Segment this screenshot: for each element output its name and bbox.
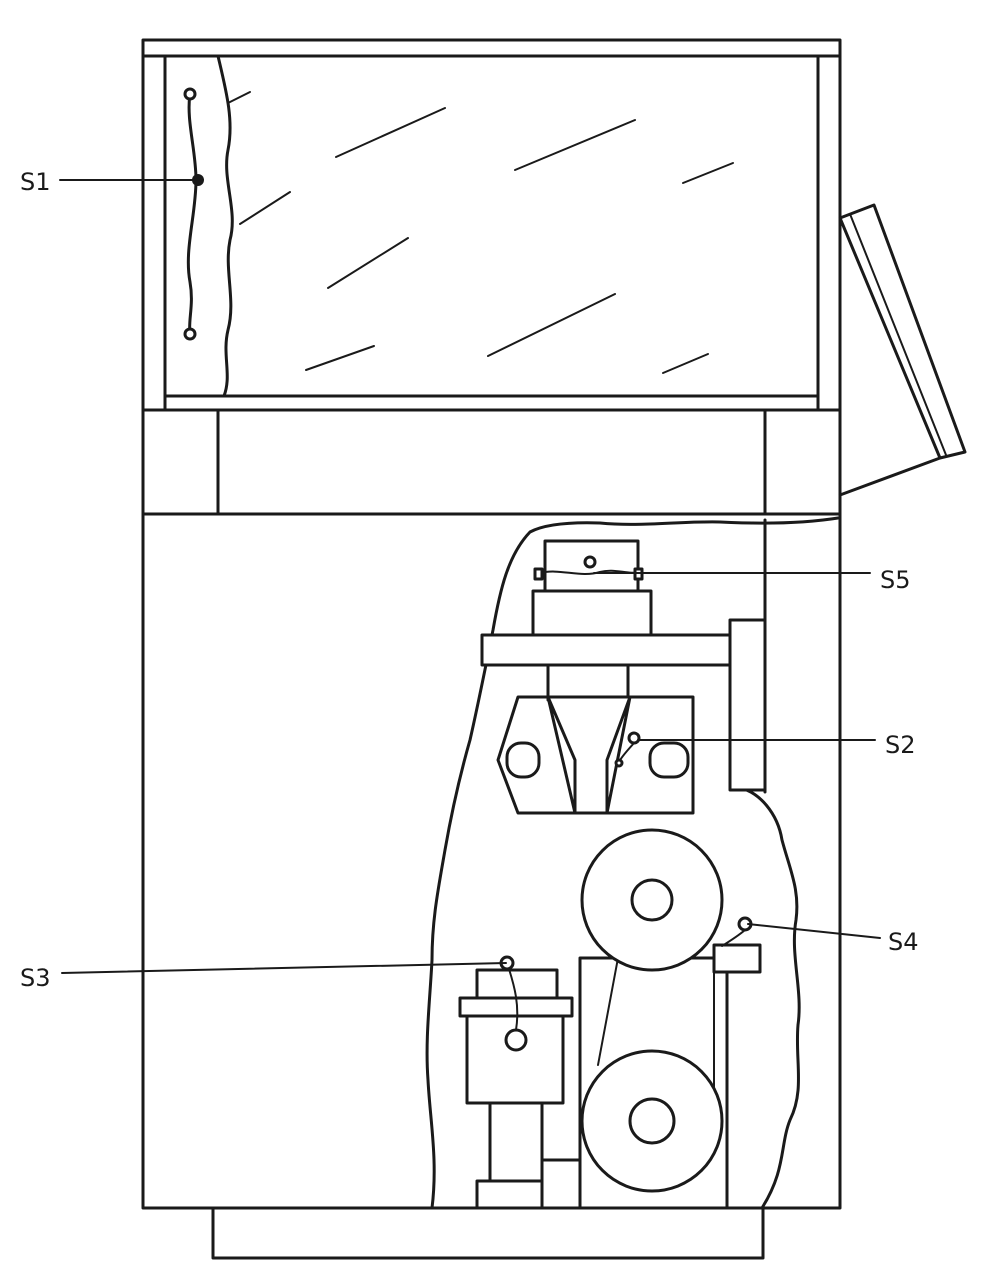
label-s5: S5 bbox=[880, 566, 911, 594]
pulley-assembly bbox=[578, 828, 762, 1210]
s3-leader-line bbox=[61, 962, 507, 974]
label-s3: S3 bbox=[20, 964, 51, 992]
label-s2: S2 bbox=[885, 731, 916, 759]
side-door bbox=[838, 203, 967, 497]
middle-panel bbox=[216, 408, 767, 516]
left-motor bbox=[458, 955, 582, 1210]
upper-window bbox=[163, 54, 820, 398]
frame-crossbar bbox=[480, 618, 767, 792]
s4-leader-line bbox=[747, 923, 881, 939]
label-s4: S4 bbox=[888, 928, 919, 956]
s1-rod-assembly bbox=[183, 87, 204, 341]
callout-leaders bbox=[59, 179, 881, 974]
cylinder-housing bbox=[496, 695, 695, 815]
glass-reflection-marks bbox=[227, 91, 734, 374]
base-plinth bbox=[211, 1206, 765, 1260]
top-motor-box bbox=[531, 539, 653, 637]
label-s1: S1 bbox=[20, 168, 51, 196]
